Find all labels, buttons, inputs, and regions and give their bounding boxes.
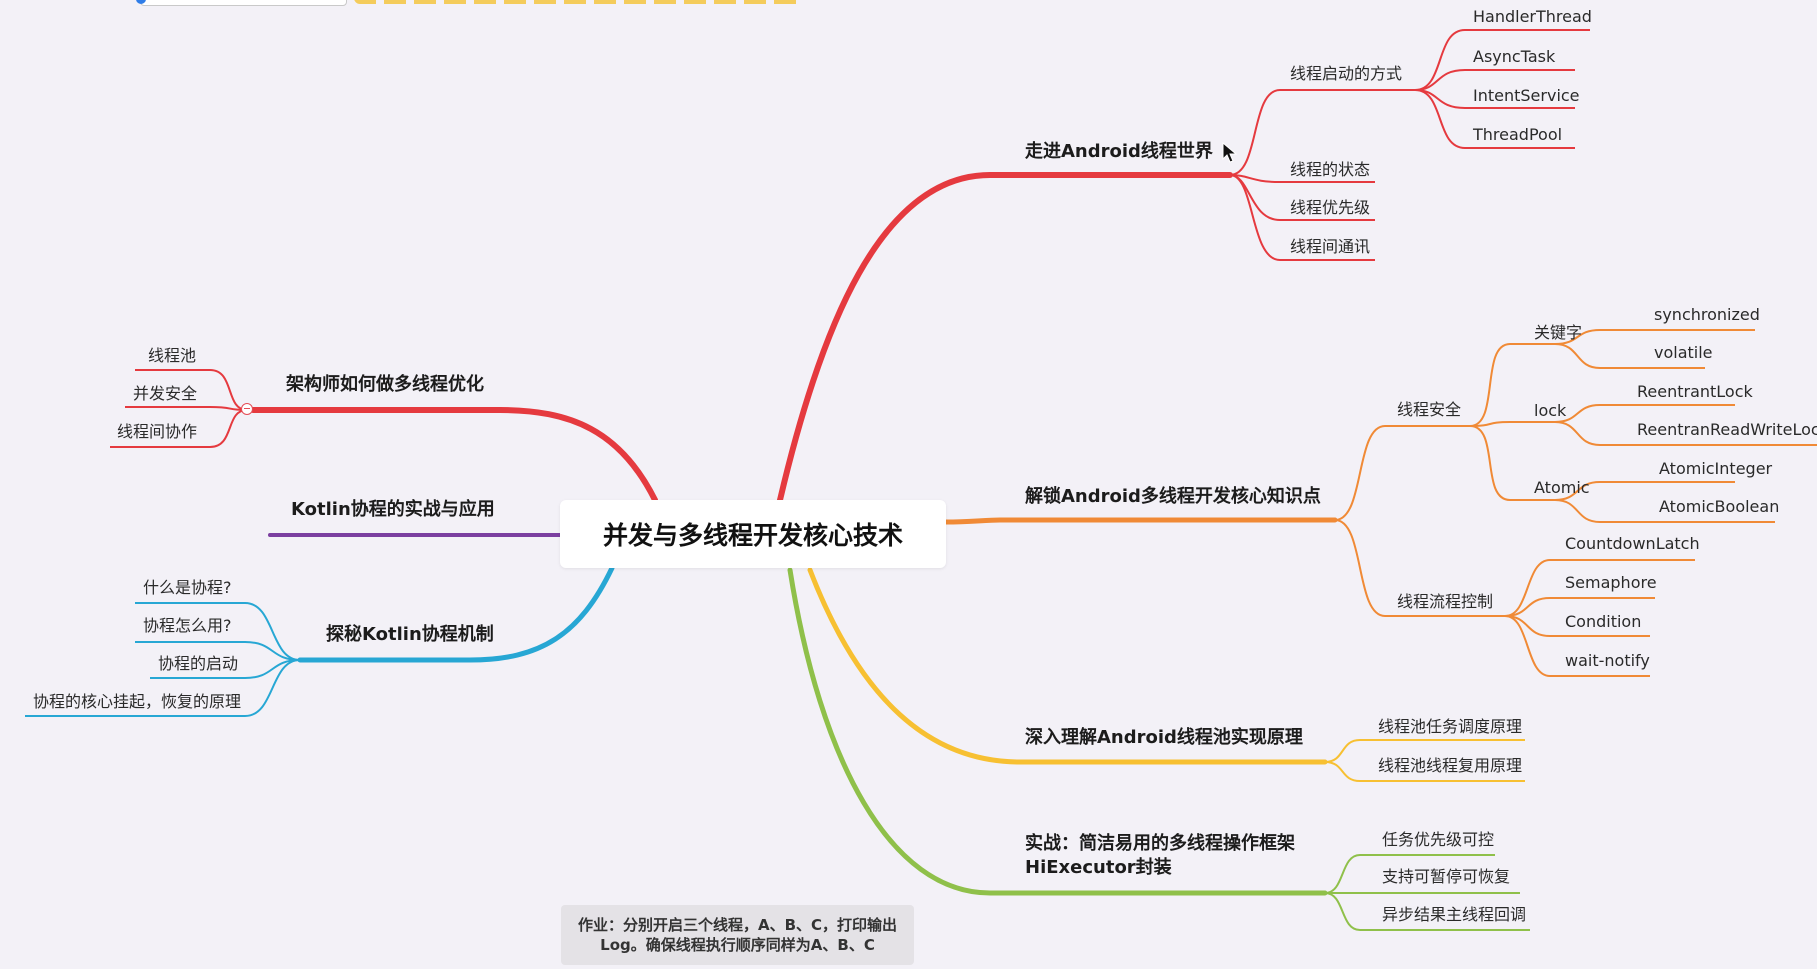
- branch-android-world-trunk: [777, 172, 1233, 503]
- topic-android-world[interactable]: 走进Android线程世界: [1025, 141, 1213, 162]
- topic-threadpool-principle[interactable]: 深入理解Android线程池实现原理: [1025, 727, 1303, 748]
- leaf-intentservice[interactable]: IntentService: [1473, 86, 1580, 105]
- subtopic-thread-priority[interactable]: 线程优先级: [1290, 198, 1371, 217]
- leaf-atomicboolean[interactable]: AtomicBoolean: [1659, 497, 1780, 516]
- topic-practice-line1[interactable]: 实战：简洁易用的多线程操作框架: [1025, 833, 1295, 854]
- mouse-cursor-icon: [1222, 142, 1238, 163]
- leaf-reentranreadwritelock[interactable]: ReentranReadWriteLock: [1637, 420, 1817, 439]
- leaf-main-thread-callback[interactable]: 异步结果主线程回调: [1382, 905, 1527, 924]
- topic-kotlin-mechanism[interactable]: 探秘Kotlin协程机制: [326, 624, 494, 645]
- leaf-atomicinteger[interactable]: AtomicInteger: [1659, 459, 1773, 478]
- subtopic-thread-safety[interactable]: 线程安全: [1397, 400, 1462, 419]
- core-points-links: [1334, 329, 1817, 677]
- top-title-fragment: [354, 0, 804, 4]
- root-topic[interactable]: 并发与多线程开发核心技术: [560, 500, 946, 568]
- leaf-wait-notify[interactable]: wait-notify: [1565, 651, 1650, 670]
- subtopic-thread-state[interactable]: 线程的状态: [1290, 160, 1371, 179]
- leaf-semaphore[interactable]: Semaphore: [1565, 573, 1657, 592]
- branch-practice-trunk: [787, 567, 1328, 896]
- subtopic-start-ways[interactable]: 线程启动的方式: [1290, 64, 1403, 83]
- subtopic-thread-communication[interactable]: 线程间通讯: [1290, 237, 1371, 256]
- homework-note-line2: Log。确保线程执行顺序同样为A、B、C: [600, 936, 875, 954]
- leaf-handlerthread[interactable]: HandlerThread: [1473, 7, 1592, 26]
- leaf-what-is-coroutine[interactable]: 什么是协程?: [143, 578, 232, 597]
- branch-architect-trunk: [250, 407, 658, 503]
- kotlin-mech-links: [25, 602, 301, 717]
- homework-note-line1: 作业：分别开启三个线程，A、B、C，打印输出: [577, 916, 898, 934]
- leaf-asynctask[interactable]: AsyncTask: [1473, 47, 1556, 66]
- leaf-reentrantlock[interactable]: ReentrantLock: [1637, 382, 1753, 401]
- homework-note: 作业：分别开启三个线程，A、B、C，打印输出 Log。确保线程执行顺序同样为A、…: [561, 905, 914, 965]
- leaf-synchronized[interactable]: synchronized: [1654, 305, 1760, 324]
- leaf-priority-control[interactable]: 任务优先级可控: [1382, 830, 1495, 849]
- leaf-countdownlatch[interactable]: CountdownLatch: [1565, 534, 1700, 553]
- leaf-coroutine-launch[interactable]: 协程的启动: [158, 654, 239, 673]
- leaf-coroutine-suspend-resume[interactable]: 协程的核心挂起，恢复的原理: [33, 692, 242, 711]
- node-atomic[interactable]: Atomic: [1534, 478, 1590, 497]
- leaf-thread-pool[interactable]: 线程池: [148, 346, 197, 365]
- topic-architect-optimization[interactable]: 架构师如何做多线程优化: [286, 374, 484, 395]
- leaf-pool-scheduling[interactable]: 线程池任务调度原理: [1378, 717, 1523, 736]
- branch-core-points-trunk: [943, 517, 1338, 525]
- collapse-toggle-icon[interactable]: [241, 403, 253, 415]
- android-world-links: [1229, 29, 1590, 261]
- leaf-pause-resume[interactable]: 支持可暂停可恢复: [1382, 867, 1511, 886]
- topic-kotlin-practice[interactable]: Kotlin协程的实战与应用: [291, 499, 495, 520]
- leaf-thread-cooperation[interactable]: 线程间协作: [117, 422, 198, 441]
- leaf-volatile[interactable]: volatile: [1654, 343, 1713, 362]
- pool-links: [1324, 739, 1525, 782]
- leaf-condition[interactable]: Condition: [1565, 612, 1642, 631]
- leaf-pool-reuse[interactable]: 线程池线程复用原理: [1378, 756, 1523, 775]
- top-input-fragment: [140, 0, 347, 6]
- leaf-concurrency-safety[interactable]: 并发安全: [133, 384, 198, 403]
- subtopic-flow-control[interactable]: 线程流程控制: [1397, 592, 1494, 611]
- branch-pool-trunk: [807, 567, 1328, 765]
- topic-practice-line2[interactable]: HiExecutor封装: [1025, 857, 1172, 878]
- node-lock[interactable]: lock: [1534, 401, 1567, 420]
- branch-kotlin-mech-trunk: [297, 565, 615, 663]
- practice-links: [1324, 854, 1530, 931]
- node-keyword[interactable]: 关键字: [1534, 323, 1583, 342]
- leaf-how-to-use-coroutine[interactable]: 协程怎么用?: [143, 616, 232, 635]
- app-dot-icon: [136, 0, 146, 4]
- leaf-threadpool[interactable]: ThreadPool: [1473, 125, 1563, 144]
- topic-core-points[interactable]: 解锁Android多线程开发核心知识点: [1025, 486, 1321, 507]
